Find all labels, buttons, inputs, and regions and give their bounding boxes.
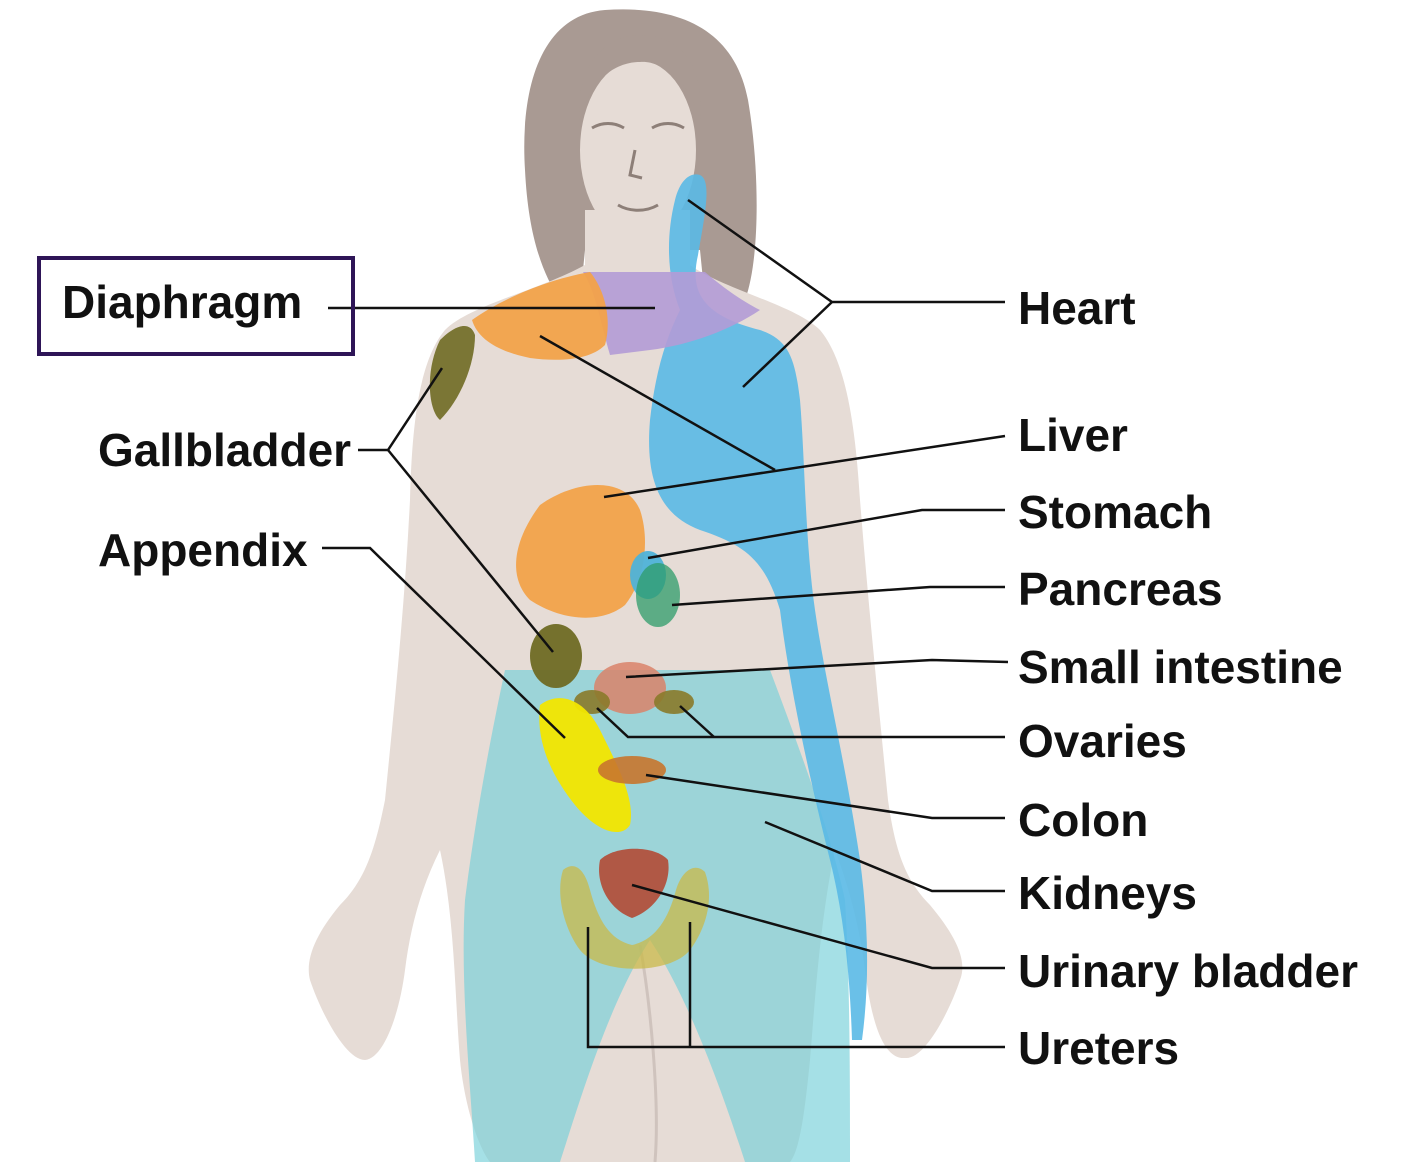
- label-gallbladder: Gallbladder: [98, 424, 352, 476]
- label-urinary-bladder: Urinary bladder: [1018, 945, 1358, 997]
- gallbladder-region-shoulder: [429, 325, 475, 420]
- head: [580, 60, 696, 240]
- leader-lines: [322, 198, 1009, 1049]
- leader-ovaries-right: [679, 705, 715, 738]
- leader-appendix: [322, 546, 566, 739]
- ureters-region: [560, 866, 710, 969]
- leader-heart-lower: [742, 301, 833, 388]
- heart-region: [649, 174, 868, 1041]
- leader-kidneys: [764, 820, 1005, 893]
- leader-pancreas: [671, 585, 1005, 607]
- leader-liver-shoulder: [539, 334, 776, 472]
- hair-front: [579, 35, 701, 120]
- label-heart: Heart: [1018, 282, 1136, 334]
- leader-liver: [603, 434, 1006, 499]
- diaphragm-region: [583, 272, 760, 355]
- leader-ovaries: [596, 707, 1005, 739]
- label-liver: Liver: [1018, 409, 1128, 461]
- kidneys-region: [463, 670, 850, 1162]
- label-ovaries: Ovaries: [1018, 715, 1187, 767]
- label-kidneys: Kidneys: [1018, 867, 1197, 919]
- urinary-bladder-region: [599, 848, 669, 918]
- label-small-intestine: Small intestine: [1018, 641, 1343, 693]
- label-appendix: Appendix: [98, 524, 308, 576]
- label-diaphragm: Diaphragm: [62, 276, 303, 328]
- face-features: [591, 122, 685, 212]
- label-ureters: Ureters: [1018, 1022, 1180, 1074]
- leader-colon: [645, 773, 1005, 820]
- label-pancreas: Pancreas: [1018, 563, 1223, 615]
- appendix-region: [539, 698, 631, 833]
- pancreas-region: [636, 563, 680, 627]
- leader-gallbladder-lower: [387, 449, 554, 653]
- diaphragm-highlight-box: [37, 256, 355, 356]
- label-stomach: Stomach: [1018, 486, 1213, 538]
- leader-urinary-bladder: [631, 883, 1005, 970]
- leader-small-intestine: [625, 658, 1009, 679]
- leader-ureters: [586, 927, 1005, 1049]
- colon-region: [598, 756, 666, 784]
- liver-region-shoulder: [472, 272, 608, 360]
- leader-stomach: [647, 508, 1005, 560]
- ovaries-region-right: [654, 690, 694, 714]
- liver-region-upper-abdomen: [516, 485, 645, 618]
- label-colon: Colon: [1018, 794, 1149, 846]
